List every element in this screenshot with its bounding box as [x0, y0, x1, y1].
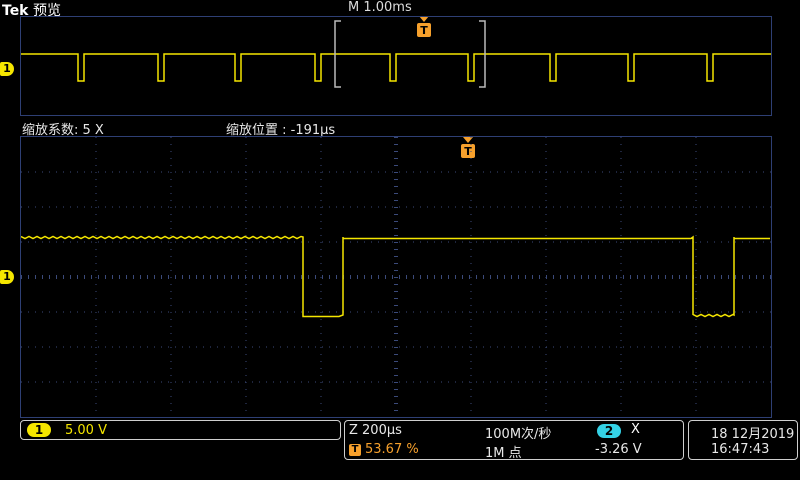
- brand-label: Tek 预览: [2, 0, 61, 20]
- trigger-position-icon: T: [349, 444, 361, 456]
- datetime-box[interactable]: 18 12月2019 16:47:43: [688, 420, 798, 460]
- trigger-position: 53.67 %: [365, 442, 419, 457]
- overview-waveform: [21, 20, 771, 88]
- main-waveform: [20, 137, 771, 418]
- acquisition-mode: 预览: [32, 3, 61, 19]
- overview-trigger-marker[interactable]: T: [416, 16, 432, 40]
- horizontal-trigger-box[interactable]: Z 200µs T 53.67 % 100M次/秒 1M 点 2 X -3.26…: [344, 420, 684, 461]
- ch1-scale-box[interactable]: 1 5.00 V: [20, 420, 341, 440]
- main-timebase: M 1.00ms: [348, 0, 412, 15]
- ch1-badge: 1: [27, 423, 51, 437]
- ch1-scale: 5.00 V: [65, 423, 107, 438]
- zoom-timebase: Z 200µs: [349, 423, 402, 438]
- main-ch1-marker[interactable]: 1: [0, 270, 14, 284]
- date: 18 12月2019: [711, 427, 795, 442]
- time: 16:47:43: [711, 442, 770, 457]
- overview-ch1-marker[interactable]: 1: [0, 62, 14, 76]
- main-trigger-marker[interactable]: T: [460, 137, 476, 161]
- main-display-grid: [20, 136, 772, 418]
- zoom-window-bracket: [334, 20, 486, 88]
- overview-panel: [20, 16, 772, 116]
- zoom-factor: 缩放系数: 5 X: [22, 123, 104, 138]
- trigger-source-badge: 2: [597, 424, 621, 438]
- main-trigger-text: T: [464, 145, 472, 158]
- trigger-arrow-icon: [463, 137, 473, 143]
- brand-name: Tek: [2, 3, 29, 19]
- trigger-slope-icon: X: [631, 422, 640, 437]
- sample-rate: 100M次/秒: [485, 427, 552, 442]
- overview-trigger-text: T: [420, 24, 428, 37]
- trigger-level: -3.26 V: [595, 442, 642, 457]
- record-length: 1M 点: [485, 446, 522, 461]
- trigger-arrow-icon: [419, 16, 429, 22]
- zoom-position: 缩放位置 : -191µs: [226, 123, 336, 138]
